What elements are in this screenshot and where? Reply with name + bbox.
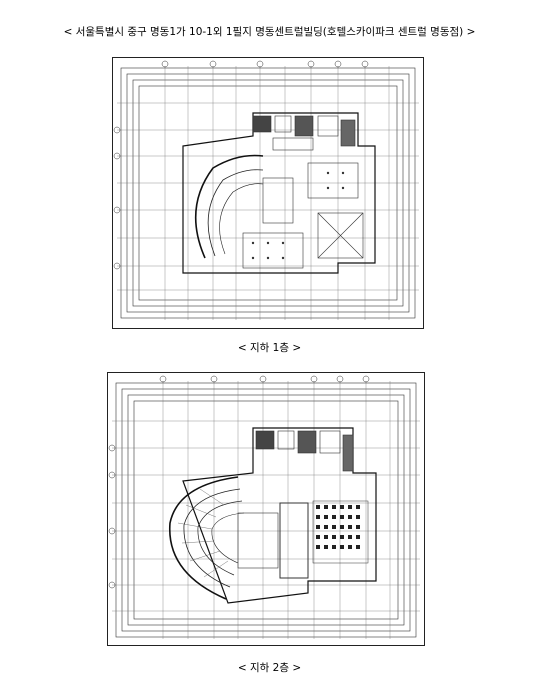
floor-plan-b2-drawing xyxy=(108,375,420,639)
page-heading: < 서울특별시 중구 명동1가 10-1외 1필지 명동센트럴빌딩(호텔스카이파… xyxy=(63,26,476,38)
figure-caption-b1: < 지하 1층 > xyxy=(237,342,302,354)
figure-caption-b2: < 지하 2층 > xyxy=(237,662,302,674)
floor-plan-b1-drawing xyxy=(113,60,419,320)
floor-plan-b2 xyxy=(107,372,425,646)
floor-plan-b1 xyxy=(112,57,424,329)
